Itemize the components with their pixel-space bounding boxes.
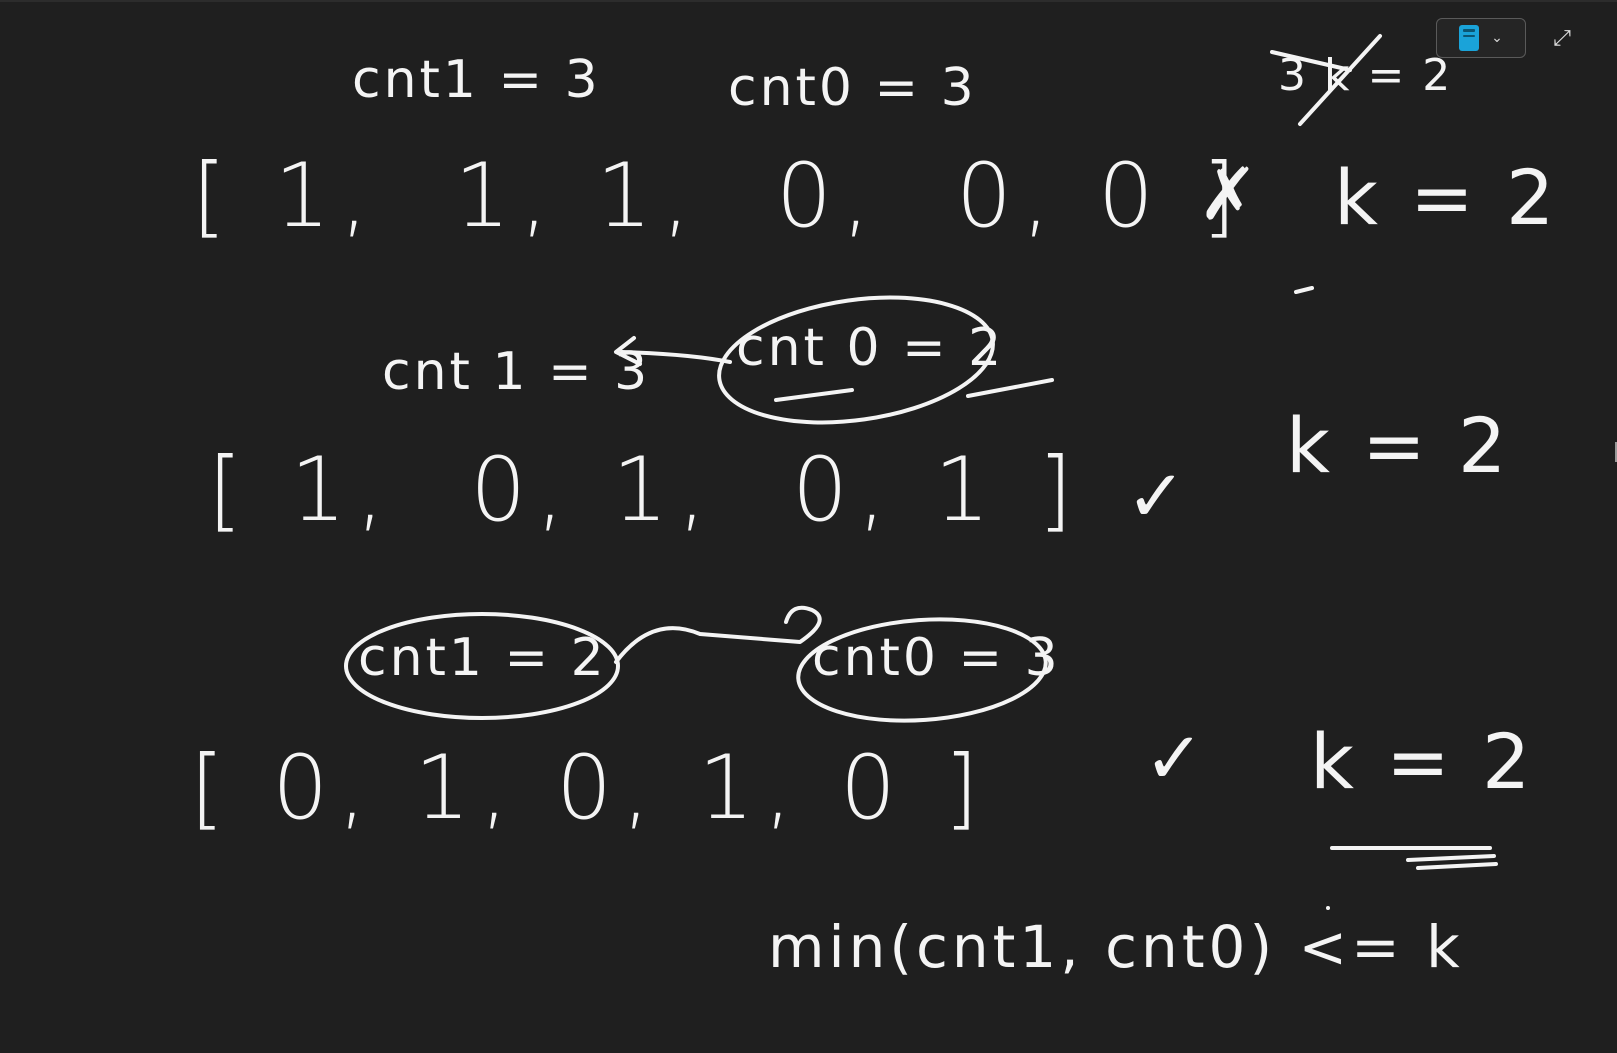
notebook-dropdown-button[interactable]: ⌄ [1436,18,1526,58]
example1-cnt0-note: cnt0 = 3 [728,58,977,118]
example3-check-mark: ✓ [1144,716,1205,800]
example3-k-underline-3 [1416,862,1498,870]
example1-cross-mark: ✗ [1198,152,1259,236]
example2-cnt1-note: cnt 1 = 3 [382,342,651,402]
example1-cnt1-note: cnt1 = 3 [352,50,601,110]
example3-cnt1-note: cnt1 = 2 [358,628,607,688]
condition-formula: min(cnt1, cnt0) <= k [768,913,1464,981]
example1-k-value: k = 2 [1334,153,1559,242]
example2-check-mark: ✓ [1126,454,1187,538]
stray-mark-1 [1294,286,1314,294]
right-edge-scroll-marker [1615,442,1617,462]
example2-k-value: k = 2 [1286,401,1511,490]
example3-array: [ 0, 1, 0, 1, 0 ] [190,736,989,839]
chevron-down-icon: ⌄ [1491,30,1503,46]
example2-cnt0-note: cnt 0 = 2 [736,318,1005,378]
example3-k-value: k = 2 [1310,717,1535,806]
example3-k-underline-2 [1406,854,1496,862]
stray-dot [1326,906,1330,910]
example3-connector [614,605,822,664]
example2-underline [774,388,854,402]
expand-icon[interactable]: ⤢ [1553,25,1571,51]
example1-corner-note: 3 k = 2 [1278,50,1453,101]
example2-array: [ 1, 0, 1, 0, 1 ] [208,438,1083,541]
notebook-icon [1459,25,1480,51]
example3-cnt0-note: cnt0 = 3 [812,628,1061,688]
example2-connector [966,378,1054,398]
example1-array: [ 1, 1, 1, 0, 0, 0 ] [192,144,1247,247]
